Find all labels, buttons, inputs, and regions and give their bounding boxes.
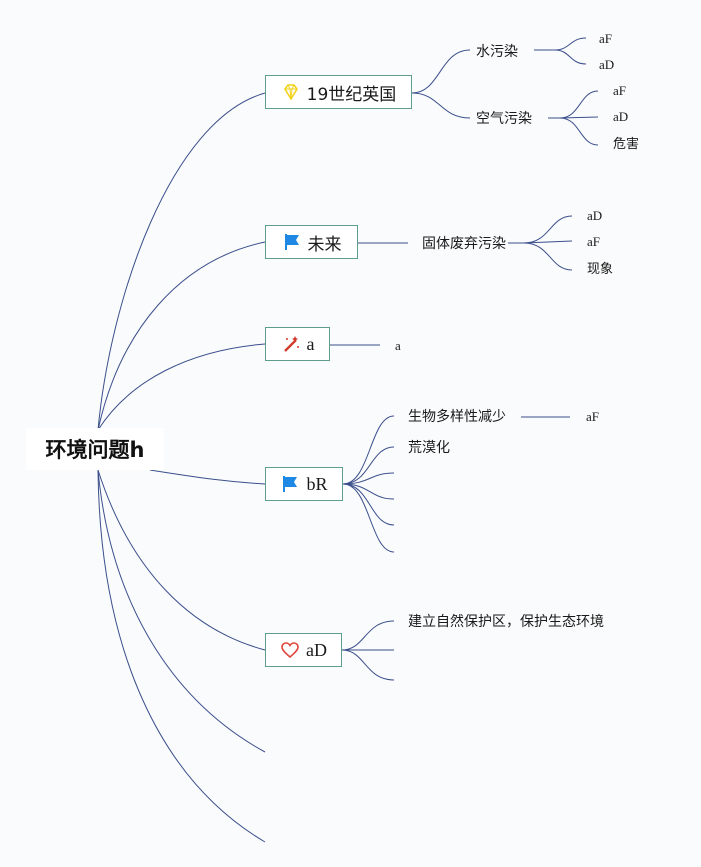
link-root-topic-2 [97,241,266,431]
subtopic-solid-waste-pollution[interactable]: 固体废弃污染 [422,236,506,252]
leaf-node[interactable]: aD [613,109,629,124]
link-root-topic-4 [149,469,266,485]
leaf-node[interactable]: 危害 [613,137,640,152]
subtopic-air-pollution[interactable]: 空气污染 [476,111,532,127]
topic-label: aD [306,639,327,660]
subtopic-a[interactable]: a [395,338,401,353]
link-root-topic-1 [97,92,266,431]
link-root-empty-1 [97,469,266,753]
topic-label: bR [306,473,328,494]
leaf-node[interactable]: aF [599,31,612,46]
link-root-topic-3 [97,343,266,431]
topic-a[interactable]: a [265,327,330,361]
diamond-icon [281,82,301,102]
leaf-node[interactable]: aD [587,208,603,223]
leaf-node[interactable]: aF [613,83,626,98]
topic-19th-century-britain[interactable]: 19世纪英国 [265,75,412,109]
topic-label: a [306,333,315,354]
link-root-empty-2 [97,469,266,843]
flag-icon [280,474,300,494]
link-t1-water [411,49,471,94]
topic-label: 19世纪英国 [306,84,397,105]
leaf-node[interactable]: aF [587,234,600,249]
leaf-node[interactable]: aF [586,409,599,424]
subtopic-biodiversity-loss[interactable]: 生物多样性减少 [408,409,506,425]
topic-label: 未来 [307,234,342,255]
link-root-topic-5 [97,469,266,651]
subtopic-water-pollution[interactable]: 水污染 [476,44,518,60]
topic-future[interactable]: 未来 [265,225,358,259]
magic-wand-icon [281,334,301,354]
heart-icon [280,640,300,660]
topic-aD[interactable]: aD [265,633,342,667]
subtopic-nature-reserve[interactable]: 建立自然保护区，保护生态环境 [408,614,604,630]
link-t1-air [411,92,471,119]
leaf-node[interactable]: 现象 [587,262,614,277]
flag-icon [282,232,302,252]
topic-bR[interactable]: bR [265,467,343,501]
root-topic[interactable]: 环境问题h [26,428,164,470]
leaf-node[interactable]: aD [599,57,615,72]
root-topic-label: 环境问题h [45,438,145,462]
subtopic-desertification[interactable]: 荒漠化 [408,440,450,456]
